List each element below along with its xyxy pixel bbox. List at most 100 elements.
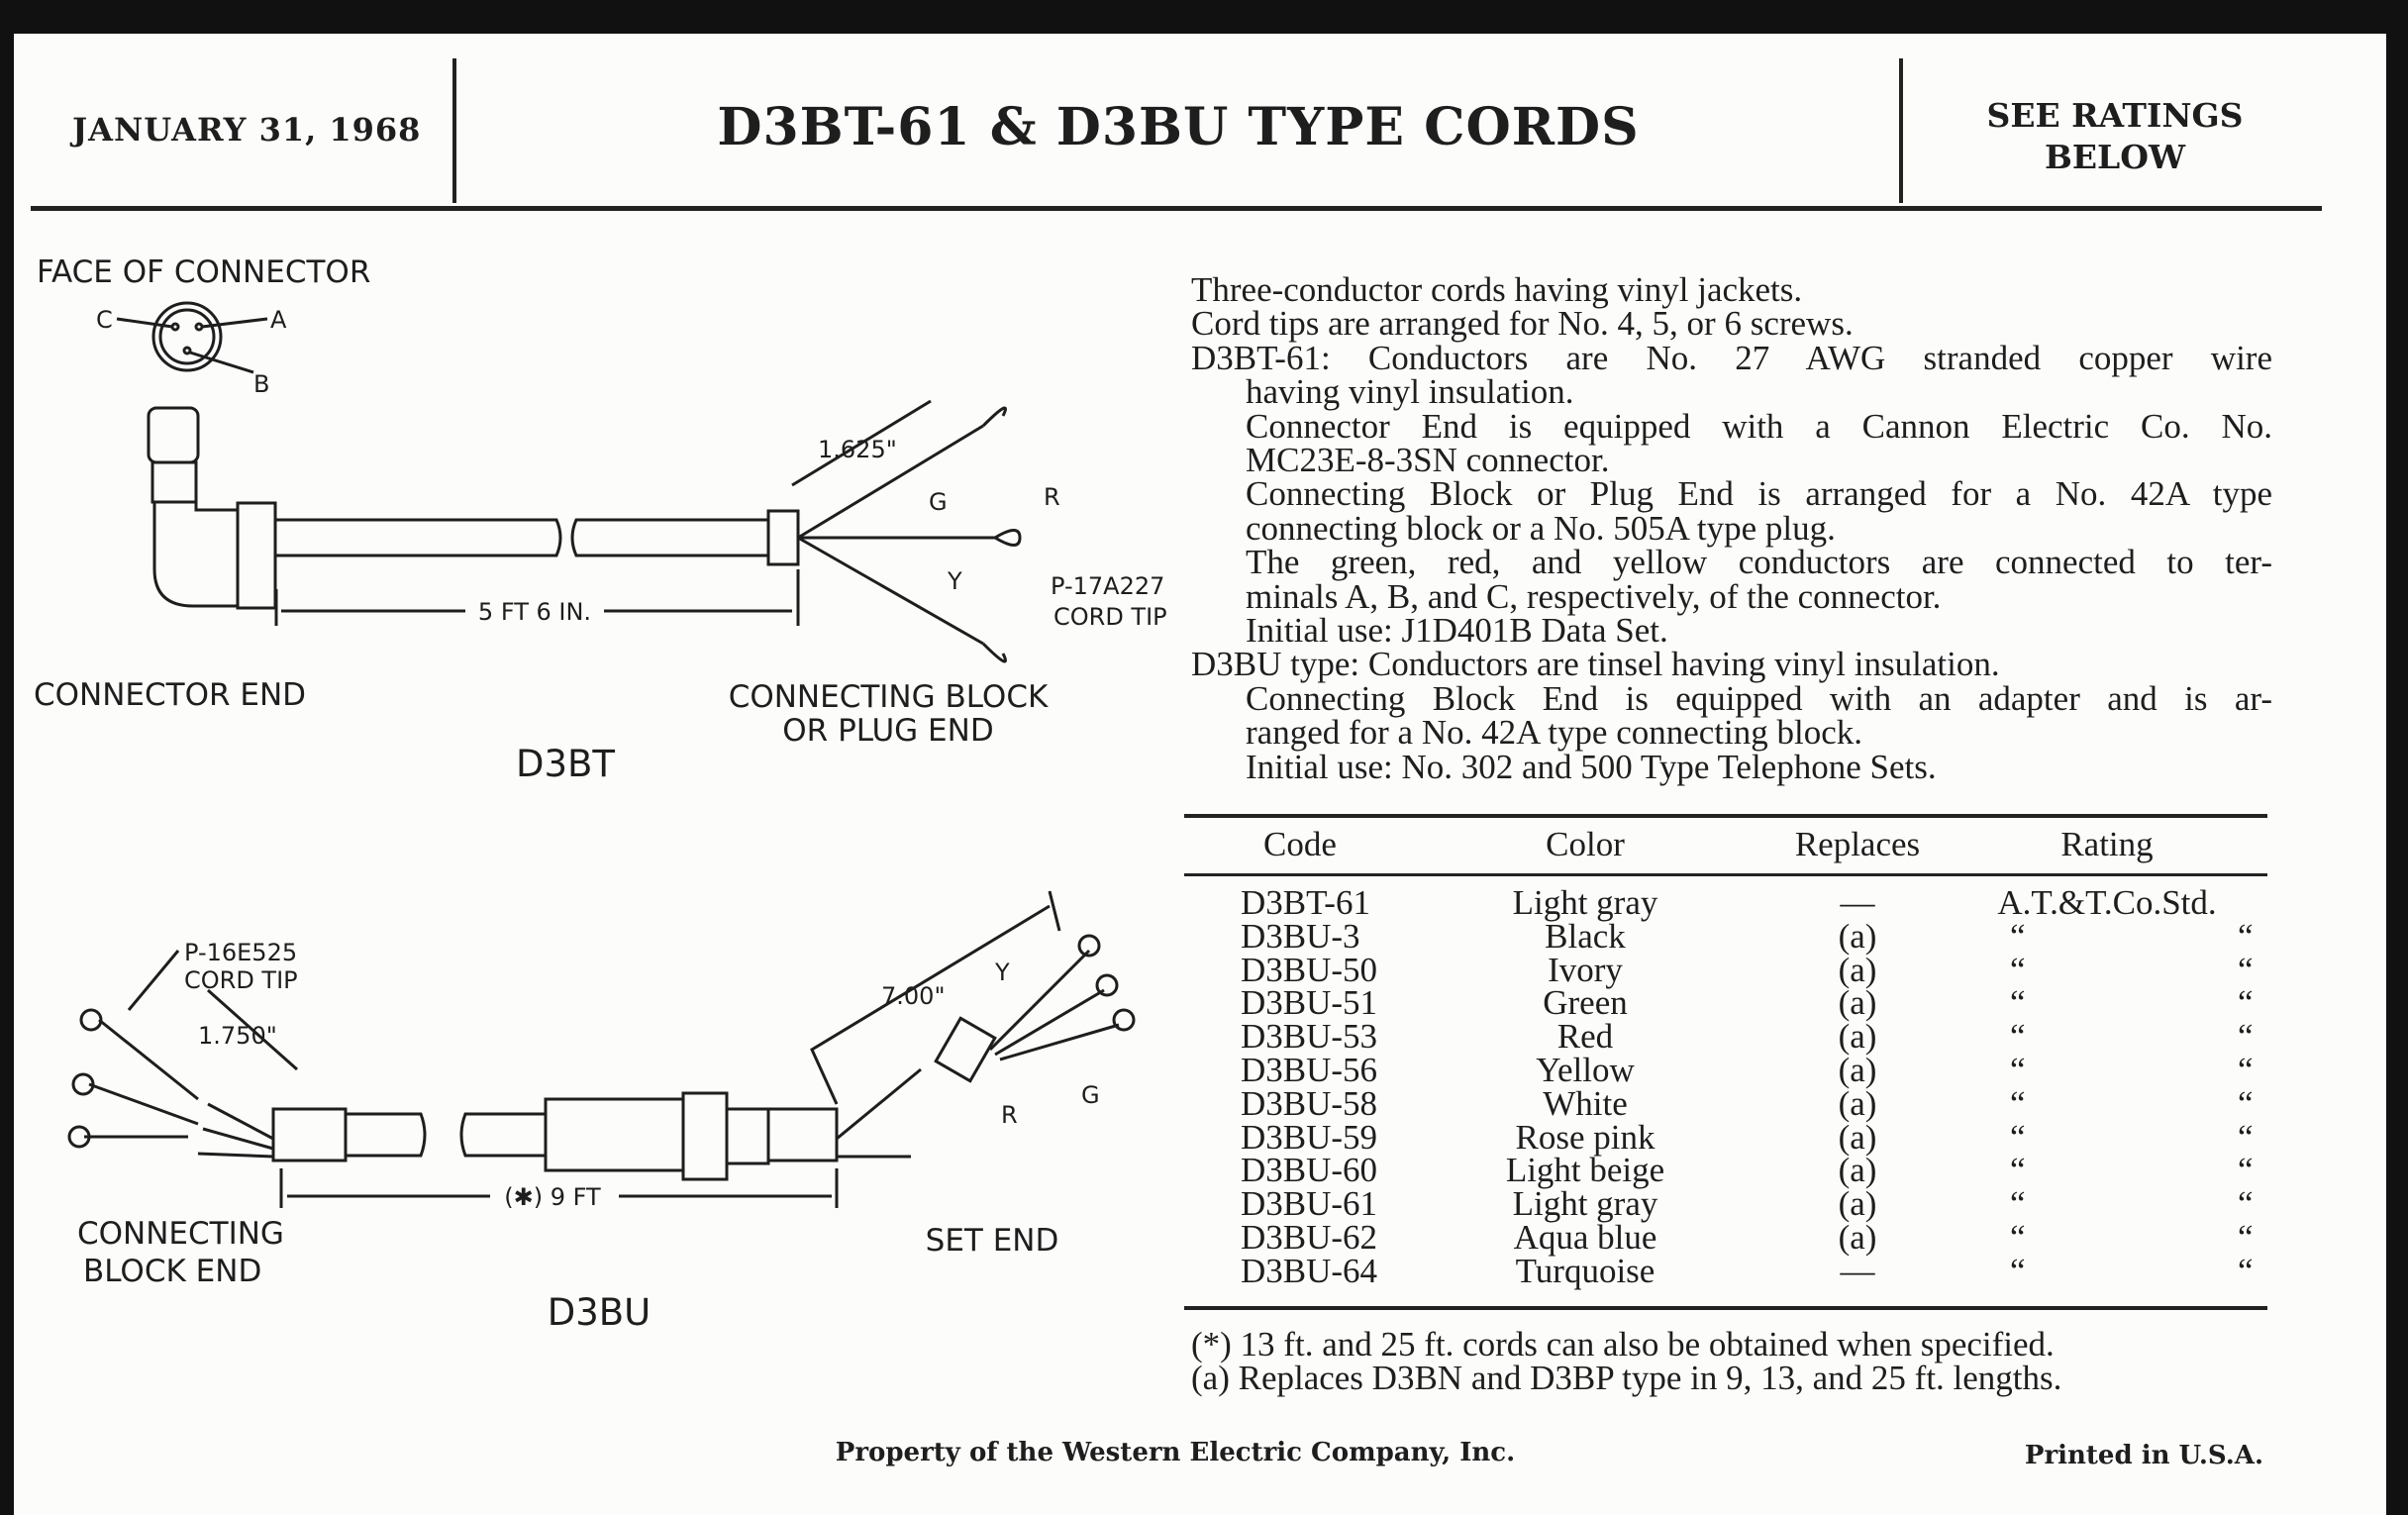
cell-code: D3BU-60 [1241, 1151, 1378, 1190]
cell-rating: ““ [1947, 1251, 2267, 1290]
d3bt-lead-length: 1.625" [818, 436, 897, 463]
cell-rating: ““ [1947, 1050, 2267, 1089]
description-line: Cord tips are arranged for No. 4, 5, or … [1191, 304, 1854, 344]
ditto-mark: “ [2010, 1217, 2026, 1257]
ratings-table-header: Code Color Replaces Rating [1184, 827, 2267, 861]
d3bt-tip-label: CORD TIP [1054, 603, 1167, 631]
cell-replaces: (a) [1838, 1050, 1877, 1089]
header-divider-left [452, 58, 456, 203]
table-top-rule [1184, 814, 2267, 818]
cell-replaces: (a) [1838, 1217, 1877, 1257]
table-row: D3BU-62 Aqua blue (a) ““ [1184, 1217, 2267, 1257]
cell-replaces: (a) [1838, 1151, 1877, 1190]
d3bt-tip-part: P-17A227 [1051, 572, 1164, 600]
cell-code: D3BU-61 [1241, 1184, 1378, 1224]
cell-rating: ““ [1947, 1184, 2267, 1224]
d3bu-right-lead-dimension [810, 890, 1061, 1105]
description-line: Initial use: No. 302 and 500 Type Teleph… [1246, 747, 1937, 786]
d3bt-caption: D3BT [516, 743, 615, 785]
d3bu-tip-label: CORD TIP [184, 966, 298, 994]
cell-replaces: (a) [1838, 983, 1877, 1023]
ratings-note-line1: SEE RATINGS [1986, 96, 2244, 135]
cell-replaces: — [1840, 883, 1875, 922]
description-line: Connector End is equipped with a Cannon … [1246, 406, 2272, 446]
cell-code: D3BU-53 [1241, 1017, 1378, 1057]
header-divider-right [1899, 58, 1903, 203]
ditto-mark: “ [2010, 983, 2026, 1023]
cell-replaces: (a) [1838, 1017, 1877, 1057]
description-line: connecting block or a No. 505A type plug… [1246, 508, 1836, 548]
wire-g-label: G [929, 488, 948, 516]
description-line: D3BT-61: Conductors are No. 27 AWG stran… [1191, 338, 2272, 377]
cell-color: Light gray [1512, 883, 1658, 922]
ditto-mark: “ [2238, 950, 2254, 989]
wire-y-label: Y [947, 567, 962, 595]
ditto-mark: “ [2010, 1050, 2026, 1089]
ditto-mark: “ [2238, 1083, 2254, 1123]
ditto-mark: “ [2238, 1184, 2254, 1224]
ditto-mark: “ [2010, 1083, 2026, 1123]
connecting-block-label-1: CONNECTING BLOCK [729, 679, 1049, 715]
ditto-mark: “ [2010, 1251, 2026, 1290]
cell-replaces: (a) [1838, 1117, 1877, 1157]
cell-color: Yellow [1536, 1050, 1635, 1089]
cord-diagrams: FACE OF CONNECTOR C A B 1.625" R G Y P-1… [34, 254, 1167, 1334]
table-header-row: Code Color Replaces Rating [1184, 827, 2267, 861]
connecting-block-end-label-2: BLOCK END [83, 1254, 261, 1289]
cell-color: Black [1545, 916, 1626, 956]
description-line: The green, red, and yellow conductors ar… [1246, 543, 2272, 582]
issue-date: JANUARY 31, 1968 [72, 111, 422, 149]
d3bt-diagram: FACE OF CONNECTOR C A B 1.625" R G Y P-1… [34, 254, 1167, 785]
d3bu-cord-length-dimension [279, 1168, 839, 1208]
cell-code: D3BU-51 [1241, 983, 1378, 1023]
property-notice: Property of the Western Electric Company… [835, 1438, 1516, 1467]
d3bu-wire-g-label: G [1081, 1081, 1100, 1109]
description-line: minals A, B, and C, respectively, of the… [1246, 576, 1942, 616]
description-line: Connecting Block or Plug End is arranged… [1246, 474, 2272, 514]
ditto-mark: “ [2010, 950, 2026, 989]
cell-replaces: (a) [1838, 916, 1877, 956]
description-text: Three-conductor cords having vinyl jacke… [1191, 272, 2272, 786]
cell-code: D3BU-62 [1241, 1217, 1378, 1257]
cell-rating: ““ [1947, 950, 2267, 989]
ditto-mark: “ [2010, 1184, 2026, 1224]
header-rule [31, 206, 2322, 211]
d3bu-left-lead-length: 1.750" [198, 1022, 277, 1050]
cell-color: Red [1556, 1017, 1614, 1057]
cell-code: D3BU-59 [1241, 1117, 1378, 1157]
footnote-asterisk: (*) 13 ft. and 25 ft. cords can also be … [1191, 1325, 2055, 1364]
connector-end-label: CONNECTOR END [34, 677, 306, 713]
face-of-connector-label: FACE OF CONNECTOR [37, 254, 370, 290]
cell-code: D3BU-64 [1241, 1251, 1378, 1290]
cell-rating: ““ [1947, 1217, 2267, 1257]
d3bu-right-lead-length: 7.00" [881, 982, 945, 1010]
connecting-block-end-label-1: CONNECTING [77, 1216, 284, 1252]
pin-a-label: A [270, 306, 287, 334]
ditto-mark: “ [2010, 916, 2026, 956]
table-header-rule [1184, 873, 2267, 876]
cell-color: Aqua blue [1513, 1217, 1657, 1257]
lead-dimension-line [791, 399, 932, 487]
cell-replaces: — [1840, 1251, 1875, 1290]
cell-rating: ““ [1947, 1153, 2267, 1187]
d3bu-wire-y-label: Y [994, 959, 1010, 986]
ditto-mark: “ [2238, 1251, 2254, 1290]
d3bu-cord-tips-left [67, 950, 298, 1159]
ditto-mark: “ [2238, 1117, 2254, 1157]
cell-rating: ““ [1947, 1083, 2267, 1123]
d3bu-tip-part: P-16E525 [184, 939, 297, 966]
pin-c-label: C [96, 306, 113, 334]
description-line: MC23E-8-3SN connector. [1246, 441, 1610, 480]
cell-replaces: (a) [1838, 1083, 1877, 1123]
ditto-mark: “ [2238, 1017, 2254, 1057]
